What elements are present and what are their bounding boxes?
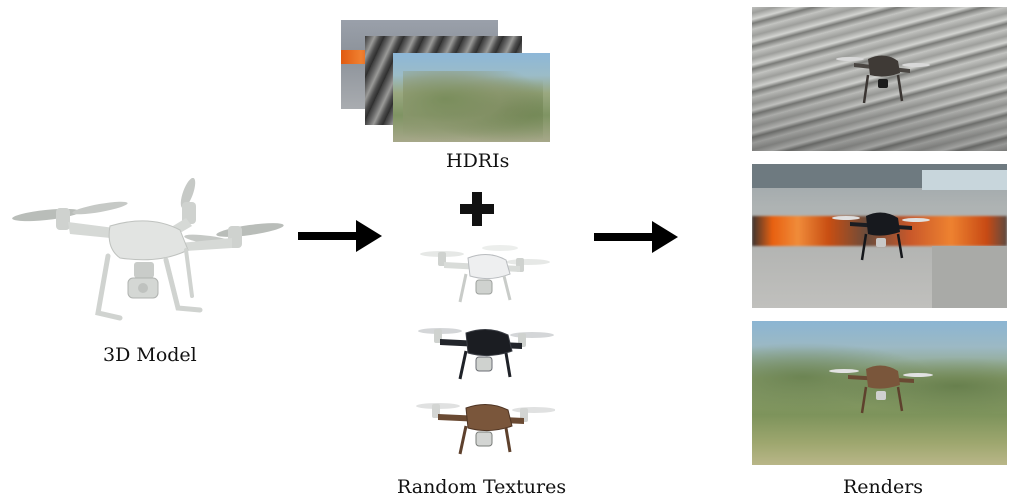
- render-trees: [752, 321, 1007, 465]
- renders-label: Renders: [843, 476, 924, 498]
- drone-bronze-texture: [410, 392, 555, 460]
- hdri-panel-trees: [393, 53, 550, 142]
- arrow-right-icon: [594, 219, 678, 255]
- hdris-label: HDRIs: [446, 150, 510, 172]
- render-building: [752, 164, 1007, 308]
- textures-label: Random Textures: [397, 476, 567, 498]
- drone-white-texture: [410, 240, 555, 308]
- model-label: 3D Model: [103, 344, 197, 366]
- drone-3d-model: [10, 178, 290, 328]
- drone-black-texture: [410, 315, 555, 385]
- render-bark: [752, 7, 1007, 151]
- plus-icon: [458, 190, 496, 228]
- arrow-right-icon: [298, 218, 382, 254]
